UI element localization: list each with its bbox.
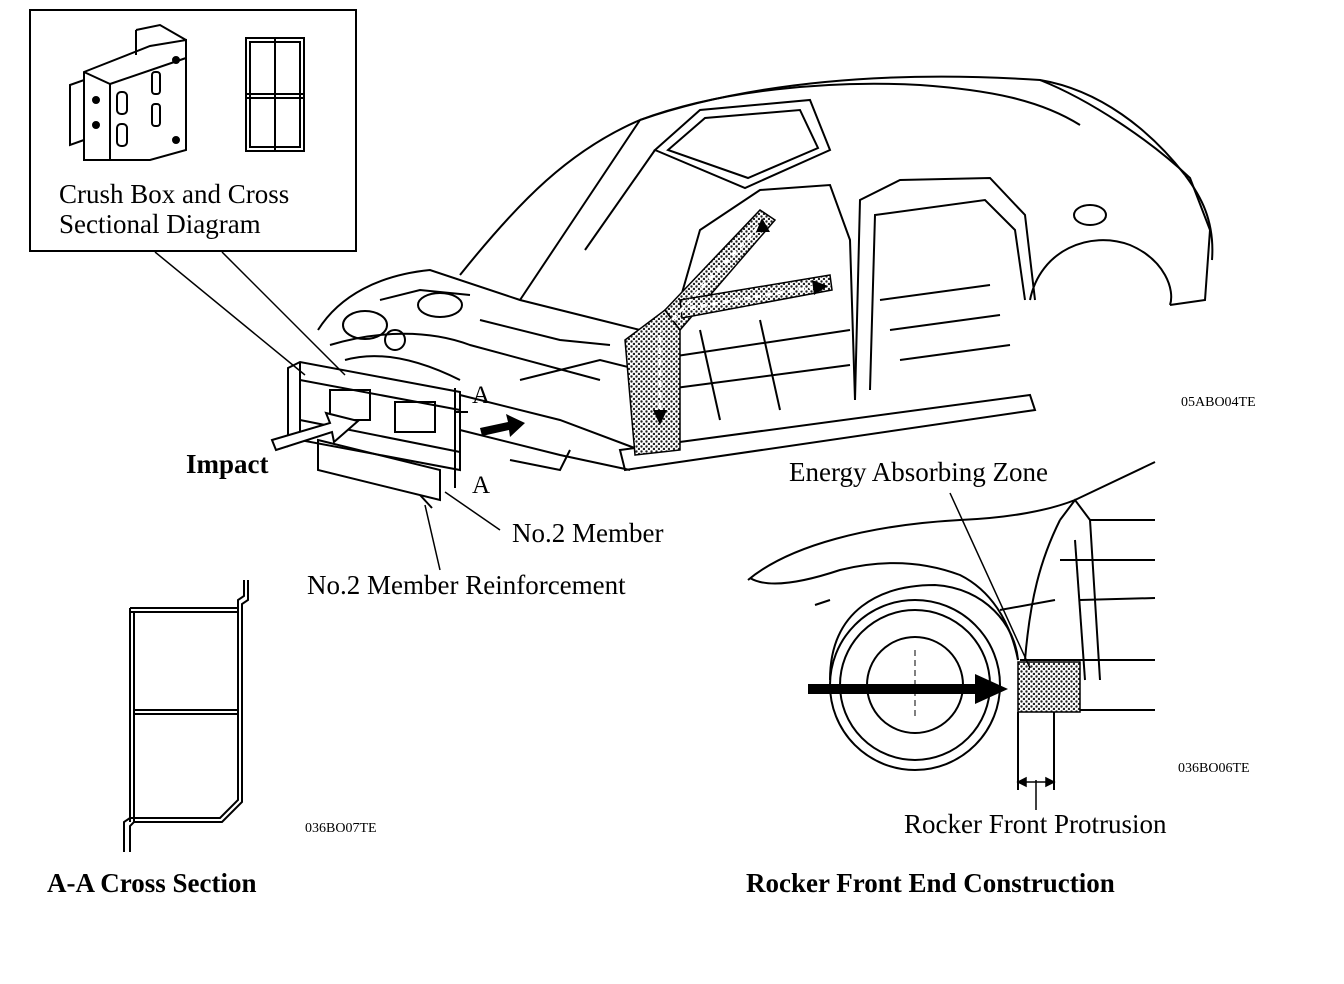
rocker-view-code: 036BO06TE: [1178, 761, 1250, 776]
rocker-front-caption: Rocker Front End Construction: [746, 868, 1115, 898]
energy-absorbing-zone-label: Energy Absorbing Zone: [789, 457, 1048, 487]
zone-leader-line: [949, 492, 1031, 669]
main-view-code: 05ABO04TE: [1181, 395, 1256, 410]
no2-member-label: No.2 Member: [512, 518, 664, 548]
load-path-arrows: [658, 223, 821, 420]
inset-title-line1: Crush Box and Cross: [59, 179, 290, 209]
load-path-arrowheads: [653, 218, 828, 425]
inset-title-line2: Sectional Diagram: [59, 209, 261, 239]
section-cut-line: [454, 388, 468, 488]
crush-box-inset-frame: [29, 9, 357, 252]
member-load-arrow: [480, 414, 525, 437]
section-marker-bottom: A: [472, 472, 491, 499]
rocker-dimension-arrows: [1016, 776, 1056, 788]
impact-arrow: [270, 411, 361, 452]
cross-section-caption: A-A Cross Section: [47, 868, 257, 898]
rocker-impact-arrow: [808, 674, 1008, 704]
no2-member-reinforcement-label: No.2 Member Reinforcement: [307, 570, 626, 600]
energy-path-hatching: [624, 209, 833, 456]
inset-leader-lines: [154, 251, 346, 376]
section-marker-top: A: [472, 382, 491, 409]
cross-section-code: 036BO07TE: [305, 821, 377, 836]
impact-label: Impact: [186, 449, 269, 479]
crush-box-drawing: [69, 23, 187, 161]
rocker-energy-zone-hatching: [1017, 661, 1081, 713]
cross-section-profile: [123, 580, 249, 852]
cross-section-grid-drawing: [245, 37, 305, 152]
rocker-front-drawing: [747, 461, 1156, 810]
member-leader-lines: [424, 491, 501, 571]
rocker-front-protrusion-label: Rocker Front Protrusion: [904, 809, 1167, 839]
